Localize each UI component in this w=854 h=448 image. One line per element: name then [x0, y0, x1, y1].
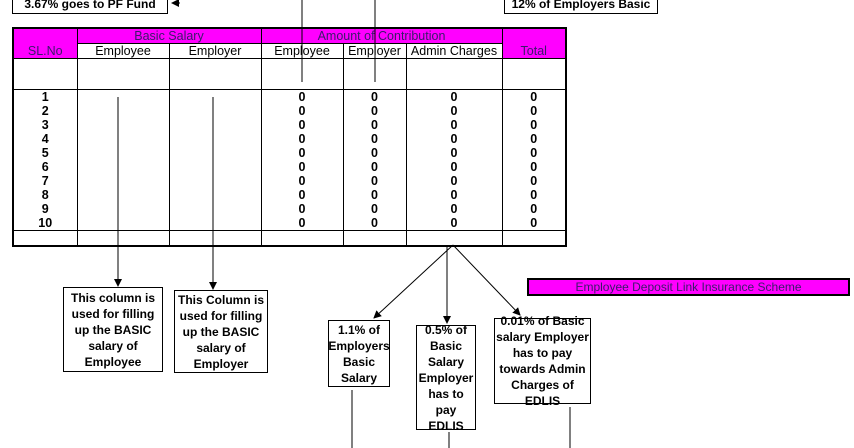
- note-edlis-2: 0.5% of Basic Salary Employer has to pay…: [416, 323, 476, 433]
- contribution-table: SL.No Basic Salary Amount of Contributio…: [12, 27, 567, 247]
- total-cell: 0: [501, 118, 567, 132]
- total-cell: 0: [501, 202, 567, 216]
- note-employer-basic: 12% of Employers Basic: [504, 0, 658, 14]
- header-employee: Employee: [76, 43, 170, 59]
- header-amount-of-contribution: Amount of Contribution: [260, 27, 503, 44]
- note-edlis-1: 1.1% of Employers Basic Salary: [328, 320, 390, 387]
- header-admin-charges: Admin Charges: [405, 43, 503, 59]
- total-cell: 0: [501, 89, 567, 104]
- total-cell: 0: [501, 188, 567, 202]
- note-pf-fund: 3.67% goes to PF Fund: [12, 0, 168, 14]
- total-cell: 0: [501, 216, 567, 231]
- edlis-banner: Employee Deposit Link Insurance Scheme: [527, 278, 850, 296]
- note-edlis-3: 0.01% of Basic salary Employer has to pa…: [494, 314, 591, 408]
- total-cell: 0: [501, 104, 567, 118]
- note-employer-column: This Column is used for filling up the B…: [174, 290, 268, 373]
- header-employer: Employer: [168, 43, 262, 59]
- total-cell: 0: [501, 174, 567, 188]
- note-employee-column: This column is used for filling up the B…: [63, 287, 163, 372]
- total-cell: 0: [501, 146, 567, 160]
- arrow-edlis-3: [452, 244, 521, 316]
- total-cell: 0: [501, 160, 567, 174]
- header-total: Total: [501, 27, 567, 59]
- header-basic-salary: Basic Salary: [76, 27, 262, 44]
- arrow-edlis-1: [373, 244, 454, 319]
- header-sl-no: SL.No: [12, 27, 78, 59]
- total-cell: 0: [501, 132, 567, 146]
